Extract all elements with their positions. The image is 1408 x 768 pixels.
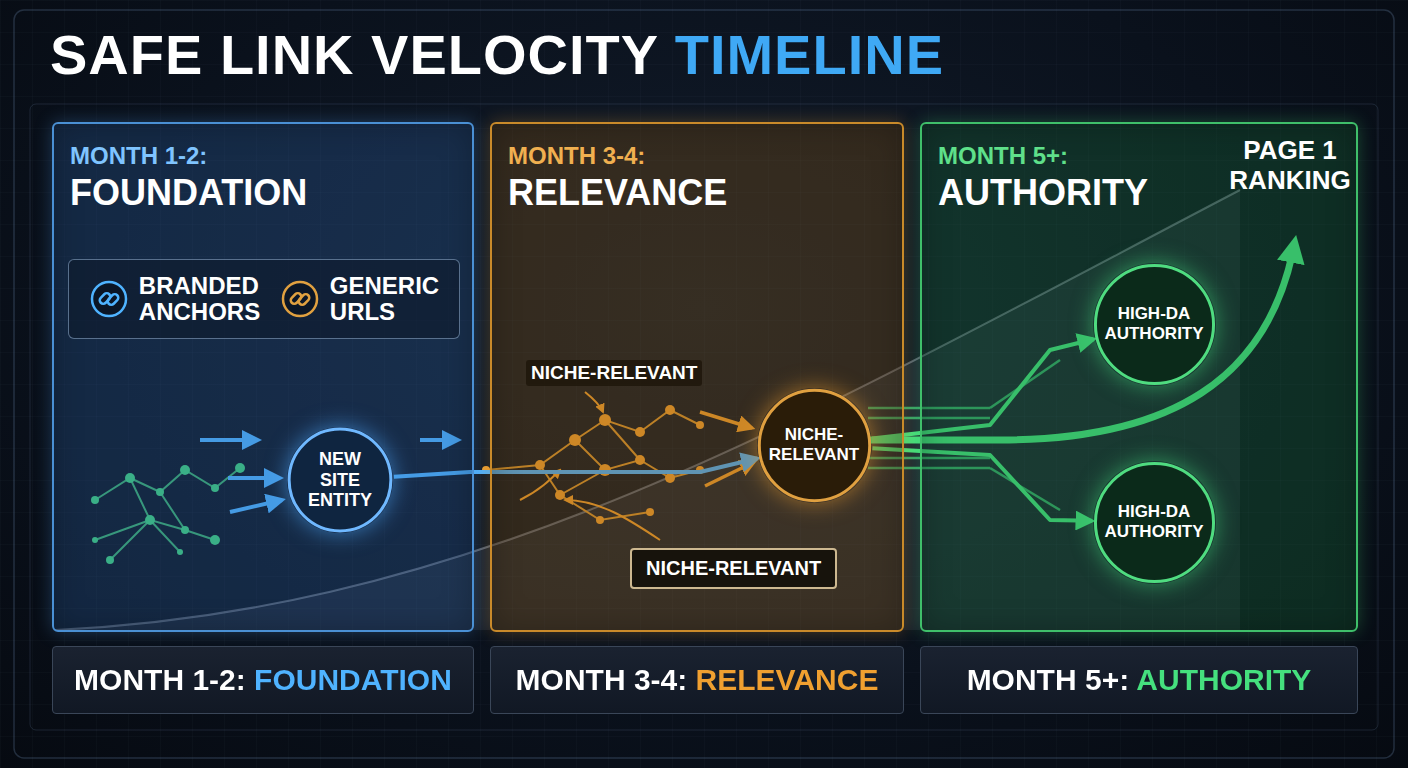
title: SAFE LINK VELOCITY TIMELINE: [50, 22, 944, 87]
phase-panel: MONTH 1-2:FOUNDATION BRANDED ANCHORS GENER…: [52, 122, 474, 632]
entity-circle: HIGH-DA AUTHORITY: [1093, 461, 1216, 584]
frame: [14, 10, 1394, 758]
phase-name: FOUNDATION: [70, 172, 307, 214]
circle-label: HIGH-DA AUTHORITY: [1104, 502, 1203, 541]
label-box: NICHE-RELEVANT: [630, 548, 837, 589]
anchor-item: GENERIC URLS: [280, 273, 439, 326]
anchor-type: GENERIC URLS: [330, 273, 439, 326]
circle-label: NEW SITE ENTITY: [308, 449, 372, 511]
anchor-box: BRANDED ANCHORS GENERIC URLS: [68, 259, 460, 339]
phase-name: AUTHORITY: [938, 172, 1148, 214]
phase-label: MONTH 5+:: [938, 142, 1068, 170]
phase-bar-label: MONTH 5+: AUTHORITY: [967, 663, 1312, 697]
phase-panel: MONTH 5+:AUTHORITY HIGH-DA AUTHORITY HIGH-…: [920, 122, 1358, 632]
entity-circle: NEW SITE ENTITY: [287, 427, 393, 533]
box-label: NICHE-RELEVANT: [646, 557, 821, 580]
phase-bar: MONTH 1-2: FOUNDATION: [52, 646, 474, 714]
link-icon: [89, 279, 129, 319]
phase-bar: MONTH 3-4: RELEVANCE: [490, 646, 904, 714]
annotation: NICHE-RELEVANT: [526, 360, 702, 386]
circle-label: NICHE-RELEVANT: [769, 425, 859, 464]
phase-bar: MONTH 5+: AUTHORITY: [920, 646, 1358, 714]
phase-label: MONTH 1-2:: [70, 142, 207, 170]
phase-label: MONTH 3-4:: [508, 142, 645, 170]
entity-circle: HIGH-DA AUTHORITY: [1093, 263, 1216, 386]
anchor-item: BRANDED ANCHORS: [89, 273, 260, 326]
frame: [30, 104, 1378, 730]
annotation: PAGE 1 RANKING: [1225, 136, 1355, 196]
phase-bar-label: MONTH 3-4: RELEVANCE: [516, 663, 879, 697]
link-icon: [280, 279, 320, 319]
entity-circle: NICHE-RELEVANT: [757, 388, 872, 503]
circle-label: HIGH-DA AUTHORITY: [1104, 304, 1203, 343]
anchor-type: BRANDED ANCHORS: [139, 273, 260, 326]
phase-name: RELEVANCE: [508, 172, 727, 214]
phase-bar-label: MONTH 1-2: FOUNDATION: [74, 663, 452, 697]
